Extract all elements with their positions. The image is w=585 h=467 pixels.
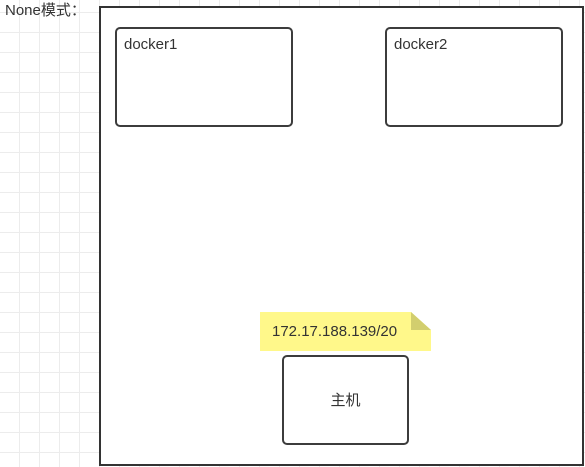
diagram-title: None模式： (5, 2, 86, 19)
ip-address-note[interactable]: 172.17.188.139/20 (260, 312, 431, 351)
ip-address-text: 172.17.188.139/20 (272, 323, 398, 340)
container-label: docker1 (124, 36, 178, 53)
host-node-label: 主机 (330, 391, 361, 409)
host-node[interactable]: 主机 (282, 355, 409, 445)
container-label: docker2 (394, 36, 448, 53)
container-node-docker1[interactable]: docker1 (115, 27, 293, 127)
container-node-docker2[interactable]: docker2 (385, 27, 563, 127)
